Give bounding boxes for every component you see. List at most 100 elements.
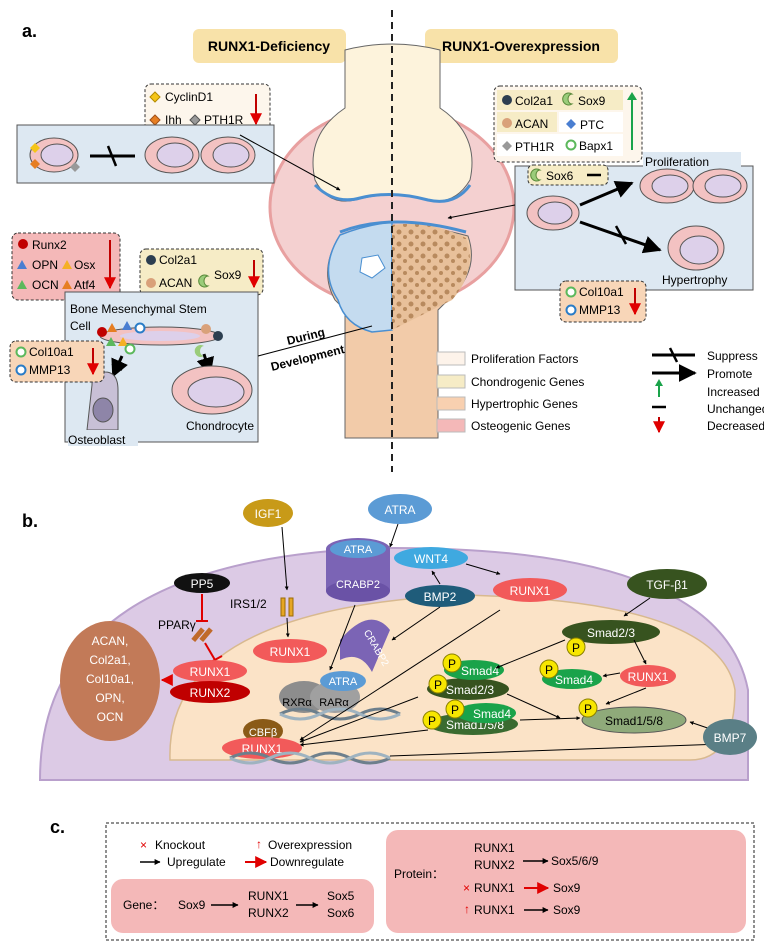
- joint-illustration: [268, 43, 516, 439]
- svg-text:ATRA: ATRA: [344, 544, 373, 556]
- smad4-smad23-complex: Smad2/3 Smad4 P P: [427, 653, 509, 700]
- svg-text:ATRA: ATRA: [329, 676, 358, 688]
- svg-text:Osx: Osx: [74, 258, 95, 272]
- wnt4-node: WNT4: [394, 547, 468, 569]
- svg-text:×: ×: [140, 838, 147, 852]
- runx1-irs-node: RUNX1: [253, 639, 327, 663]
- svg-text:Smad1/5/8: Smad1/5/8: [605, 714, 663, 728]
- svg-text:Sox9: Sox9: [178, 898, 206, 912]
- svg-text:IGF1: IGF1: [255, 507, 282, 521]
- svg-text:Runx2: Runx2: [32, 238, 67, 252]
- chondro-genes-left-box: Col2a1 ACAN Sox9: [139, 248, 264, 296]
- svg-text:Col10a1: Col10a1: [29, 345, 74, 359]
- runx1-wnt-node: RUNX1: [493, 578, 567, 602]
- osteoblast-label: Osteoblast: [68, 430, 138, 447]
- svg-text:ACAN: ACAN: [515, 117, 548, 131]
- svg-text:Sox9: Sox9: [578, 94, 606, 108]
- svg-text:Bapx1: Bapx1: [579, 139, 613, 153]
- svg-text:Chondrocyte: Chondrocyte: [186, 419, 254, 433]
- svg-text:ACAN,: ACAN,: [92, 634, 129, 648]
- svg-text:Development: Development: [269, 342, 346, 374]
- svg-text:RUNX1: RUNX1: [474, 881, 515, 895]
- prolif-genes-box: CyclinD1 Ihh PTH1R: [144, 83, 271, 136]
- svg-text:CRABP2: CRABP2: [336, 579, 380, 591]
- left-prolif-cells-panel: [16, 124, 275, 184]
- smad4-smad158-complex: Smad1/5/8 Smad4 P P: [422, 699, 518, 735]
- svg-text:Col10a1: Col10a1: [579, 285, 624, 299]
- runx2-left-node: RUNX2: [170, 681, 250, 703]
- svg-text:ATRA: ATRA: [384, 503, 415, 517]
- svg-text:BMP2: BMP2: [424, 590, 457, 604]
- svg-text:WNT4: WNT4: [414, 552, 448, 566]
- svg-text:Col2a1,: Col2a1,: [89, 653, 130, 667]
- legend: Proliferation Factors Chondrogenic Genes…: [436, 347, 764, 434]
- svg-text:P: P: [584, 702, 592, 716]
- svg-text:Unchanged: Unchanged: [707, 402, 764, 416]
- svg-text:P: P: [572, 641, 580, 655]
- svg-text:RUNX1: RUNX1: [474, 903, 515, 917]
- svg-text:Proliferation: Proliferation: [645, 155, 709, 169]
- svg-text:Smad4: Smad4: [461, 664, 499, 678]
- proliferation-label-bg: Proliferation: [643, 152, 741, 169]
- overexpression-title-box: RUNX1-Overexpression: [425, 29, 618, 63]
- left-to-joint-arrow: [239, 134, 341, 191]
- bmp2-node: BMP2: [405, 585, 475, 607]
- gene-pathway-box: Gene： Sox9 RUNX1 RUNX2 Sox5 Sox6: [111, 879, 374, 933]
- ppar-receptor: [191, 627, 213, 643]
- svg-text:MMP13: MMP13: [29, 363, 71, 377]
- right-to-joint-arrow: [447, 204, 516, 220]
- svg-text:Cell: Cell: [70, 319, 91, 333]
- osteo-genes-box: Runx2 OPN Osx OCN Atf4: [11, 232, 121, 301]
- svg-text:MMP13: MMP13: [579, 303, 621, 317]
- svg-text:P: P: [434, 678, 442, 692]
- svg-text:Col10a1,: Col10a1,: [86, 672, 134, 686]
- svg-text:Promote: Promote: [707, 367, 753, 381]
- runx1-left-node: RUNX1: [173, 660, 247, 682]
- svg-text:Col2a1: Col2a1: [515, 94, 553, 108]
- svg-text:Proliferation Factors: Proliferation Factors: [471, 352, 578, 366]
- deficiency-title-box: RUNX1-Deficiency: [193, 29, 346, 63]
- smad23-top-p: P: [566, 637, 586, 657]
- svg-text:Sox9: Sox9: [214, 268, 242, 282]
- svg-text:Smad2/3: Smad2/3: [587, 626, 635, 640]
- svg-text:Sox9: Sox9: [553, 881, 581, 895]
- runx1-right-node: RUNX1: [620, 665, 676, 687]
- svg-text:↑: ↑: [256, 837, 262, 851]
- svg-text:P: P: [451, 703, 459, 717]
- smad23-top-node: Smad2/3: [562, 620, 660, 644]
- hyper-genes-right-box: Col10a1 MMP13: [559, 280, 647, 323]
- svg-text:Suppress: Suppress: [707, 349, 758, 363]
- protein-pathway-box: Protein： RUNX1 RUNX2 Sox5/6/9 × RUNX1 So…: [386, 830, 746, 933]
- svg-text:During: During: [285, 325, 326, 348]
- bmsc-panel: Bone Mesenchymal Stem Cell Chondrocyte: [64, 291, 259, 443]
- irs-label: IRS1/2: [230, 597, 267, 611]
- panel-c-legend: × Knockout ↑ Overexpression Upregulate D…: [140, 837, 352, 869]
- svg-text:OPN: OPN: [32, 258, 58, 272]
- over-genes-box: Col2a1 Sox9 ACAN PTC PTH1R Bapx1: [493, 85, 643, 163]
- svg-text:Ihh: Ihh: [165, 113, 182, 127]
- svg-text:RUNX1-Overexpression: RUNX1-Overexpression: [442, 38, 600, 54]
- svg-text:PP5: PP5: [191, 577, 214, 591]
- svg-text:×: ×: [463, 881, 470, 895]
- svg-text:RUNX1-Deficiency: RUNX1-Deficiency: [208, 38, 330, 54]
- dna-bottom: [229, 751, 391, 765]
- rxr-rar-complex: ATRA RXRα RARα: [279, 671, 366, 713]
- svg-text:Downregulate: Downregulate: [270, 855, 344, 869]
- svg-text:OPN,: OPN,: [95, 691, 124, 705]
- dna-top: [279, 707, 401, 721]
- svg-text:P: P: [545, 663, 553, 677]
- bmp7-node: BMP7: [703, 719, 757, 755]
- hyper-genes-left-box: Col10a1 MMP13: [9, 340, 105, 383]
- svg-text:Smad2/3: Smad2/3: [446, 683, 494, 697]
- svg-text:RUNX1: RUNX1: [190, 665, 231, 679]
- smad4-right-node: Smad4 P: [539, 659, 602, 689]
- svg-text:Protein：: Protein：: [394, 867, 444, 881]
- svg-text:BMP7: BMP7: [714, 731, 747, 745]
- svg-text:Smad4: Smad4: [473, 707, 511, 721]
- svg-text:RXRα: RXRα: [282, 697, 312, 709]
- svg-text:Overexpression: Overexpression: [268, 838, 352, 852]
- svg-text:RARα: RARα: [319, 697, 349, 709]
- svg-text:RUNX1: RUNX1: [628, 670, 669, 684]
- svg-text:Hypertrophy: Hypertrophy: [662, 273, 727, 287]
